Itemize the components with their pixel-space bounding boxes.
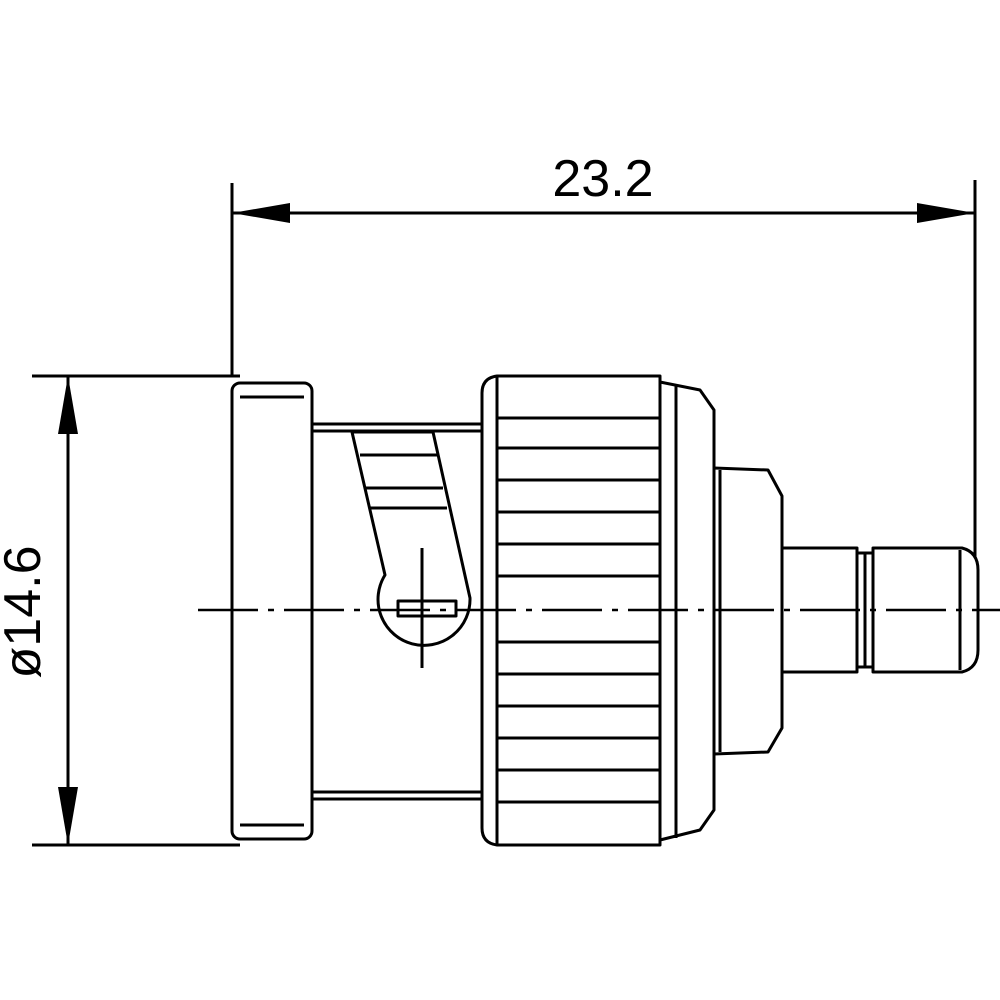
length-arrow-left [232,203,290,223]
length-dimension [230,180,977,560]
diameter-arrow-top [58,376,78,434]
diameter-arrow-bottom [58,787,78,845]
length-arrow-right [917,203,975,223]
knurl-lines [497,416,660,804]
diameter-dimension [32,374,240,847]
bayonet-pin [396,599,458,618]
diameter-dimension-label: ø14.6 [0,546,52,679]
length-dimension-label: 23.2 [552,150,653,208]
bayonet-slot [350,430,472,647]
